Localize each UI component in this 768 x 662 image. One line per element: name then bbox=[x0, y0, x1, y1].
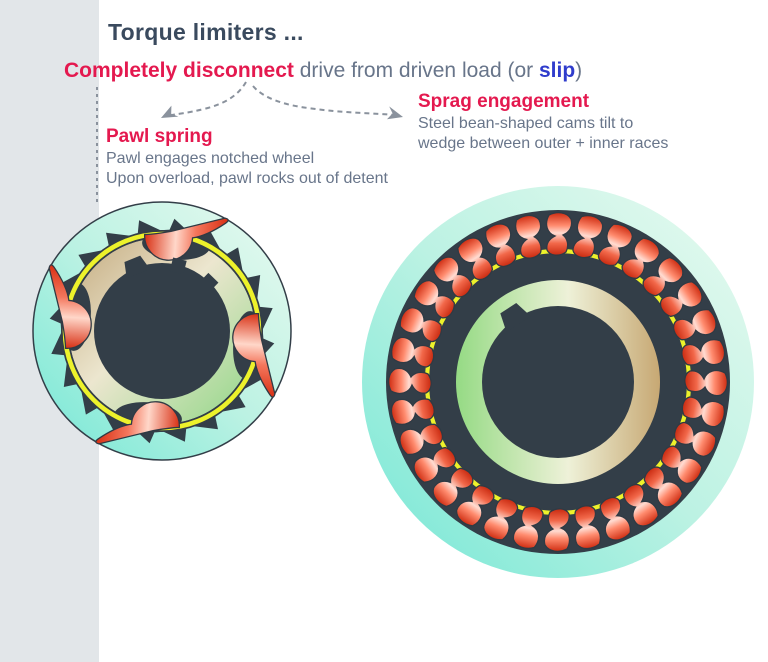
sprag-cam bbox=[597, 223, 634, 267]
sprag-cam bbox=[574, 505, 602, 550]
pawl-spring-diagram bbox=[32, 201, 292, 461]
pawl-desc-line2: Upon overload, pawl rocks out of detent bbox=[106, 170, 388, 187]
sprag-cam bbox=[621, 237, 661, 280]
sprag-cam bbox=[642, 256, 684, 297]
pawl-cam bbox=[144, 217, 229, 261]
pawl-cam bbox=[232, 313, 276, 398]
subtitle-suffix: ) bbox=[575, 59, 583, 82]
sprag-cam bbox=[545, 212, 573, 256]
branch-arrow-left-line bbox=[166, 81, 247, 117]
sprag-cam bbox=[673, 421, 717, 458]
pawl-hub-keyway bbox=[124, 255, 219, 293]
subtitle-emphasis: Completely disconnect bbox=[64, 59, 294, 82]
sprag-cam bbox=[390, 398, 435, 426]
sprag-desc-line1: Steel bean-shaped cams tilt to bbox=[418, 115, 634, 132]
pawl-cam bbox=[48, 264, 92, 349]
branch-arrows bbox=[161, 81, 403, 120]
sprag-cam bbox=[391, 336, 435, 368]
sprag-cam bbox=[684, 369, 728, 397]
subtitle: Completely disconnect drive from driven … bbox=[64, 59, 582, 83]
sprag-cam bbox=[660, 445, 703, 485]
subtitle-middle: drive from driven load (or bbox=[293, 59, 539, 82]
sprag-engagement-heading: Sprag engagement bbox=[418, 91, 590, 112]
sprag-cam bbox=[455, 484, 495, 527]
pawl-spring-description: Pawl engages notched wheel Upon overload… bbox=[106, 149, 388, 189]
sprag-cam bbox=[659, 281, 703, 318]
sprag-cams bbox=[388, 212, 728, 552]
sprag-cam bbox=[399, 306, 443, 343]
pawl-cam bbox=[95, 401, 180, 445]
page-title: Torque limiters ... bbox=[108, 19, 304, 45]
sprag-cam bbox=[672, 309, 717, 341]
sprag-cam bbox=[399, 423, 444, 455]
sprag-cam bbox=[514, 214, 542, 259]
arrowhead-left-icon bbox=[161, 105, 179, 118]
sprag-cam bbox=[643, 466, 684, 508]
sprag-cam bbox=[432, 256, 473, 298]
sprag-cam bbox=[388, 367, 432, 395]
sprag-cam bbox=[413, 279, 456, 319]
sprag-cam bbox=[485, 223, 517, 268]
branch-arrow-right-line bbox=[252, 85, 396, 116]
pawl-cams bbox=[48, 217, 276, 445]
sprag-cam bbox=[599, 496, 631, 541]
sprag-engagement-diagram bbox=[362, 186, 754, 578]
sprag-cam bbox=[413, 446, 457, 483]
sprag-cam bbox=[681, 338, 726, 366]
pawl-hub bbox=[94, 263, 230, 399]
sprag-hub bbox=[482, 306, 634, 458]
sprag-cam bbox=[572, 215, 604, 259]
sprag-cam bbox=[681, 396, 725, 428]
detent-notch bbox=[169, 257, 187, 275]
sprag-cam bbox=[482, 497, 519, 541]
subtitle-slip: slip bbox=[538, 59, 576, 82]
sprag-cam bbox=[622, 483, 659, 527]
pawl-desc-line1: Pawl engages notched wheel bbox=[106, 150, 315, 167]
sprag-cam bbox=[432, 467, 474, 508]
arrowhead-right-icon bbox=[386, 106, 403, 120]
sprag-desc-line2: wedge between outer + inner races bbox=[418, 135, 669, 152]
sprag-hub-keyway-tab bbox=[500, 303, 531, 333]
pawl-spring-heading: Pawl spring bbox=[106, 126, 213, 147]
sprag-cam bbox=[457, 237, 494, 281]
detent-notch bbox=[198, 272, 219, 293]
sprag-cam bbox=[512, 505, 544, 549]
sprag-engagement-description: Steel bean-shaped cams tilt to wedge bet… bbox=[418, 114, 668, 154]
sprag-cam bbox=[543, 508, 571, 552]
keyway-tab bbox=[124, 255, 150, 279]
